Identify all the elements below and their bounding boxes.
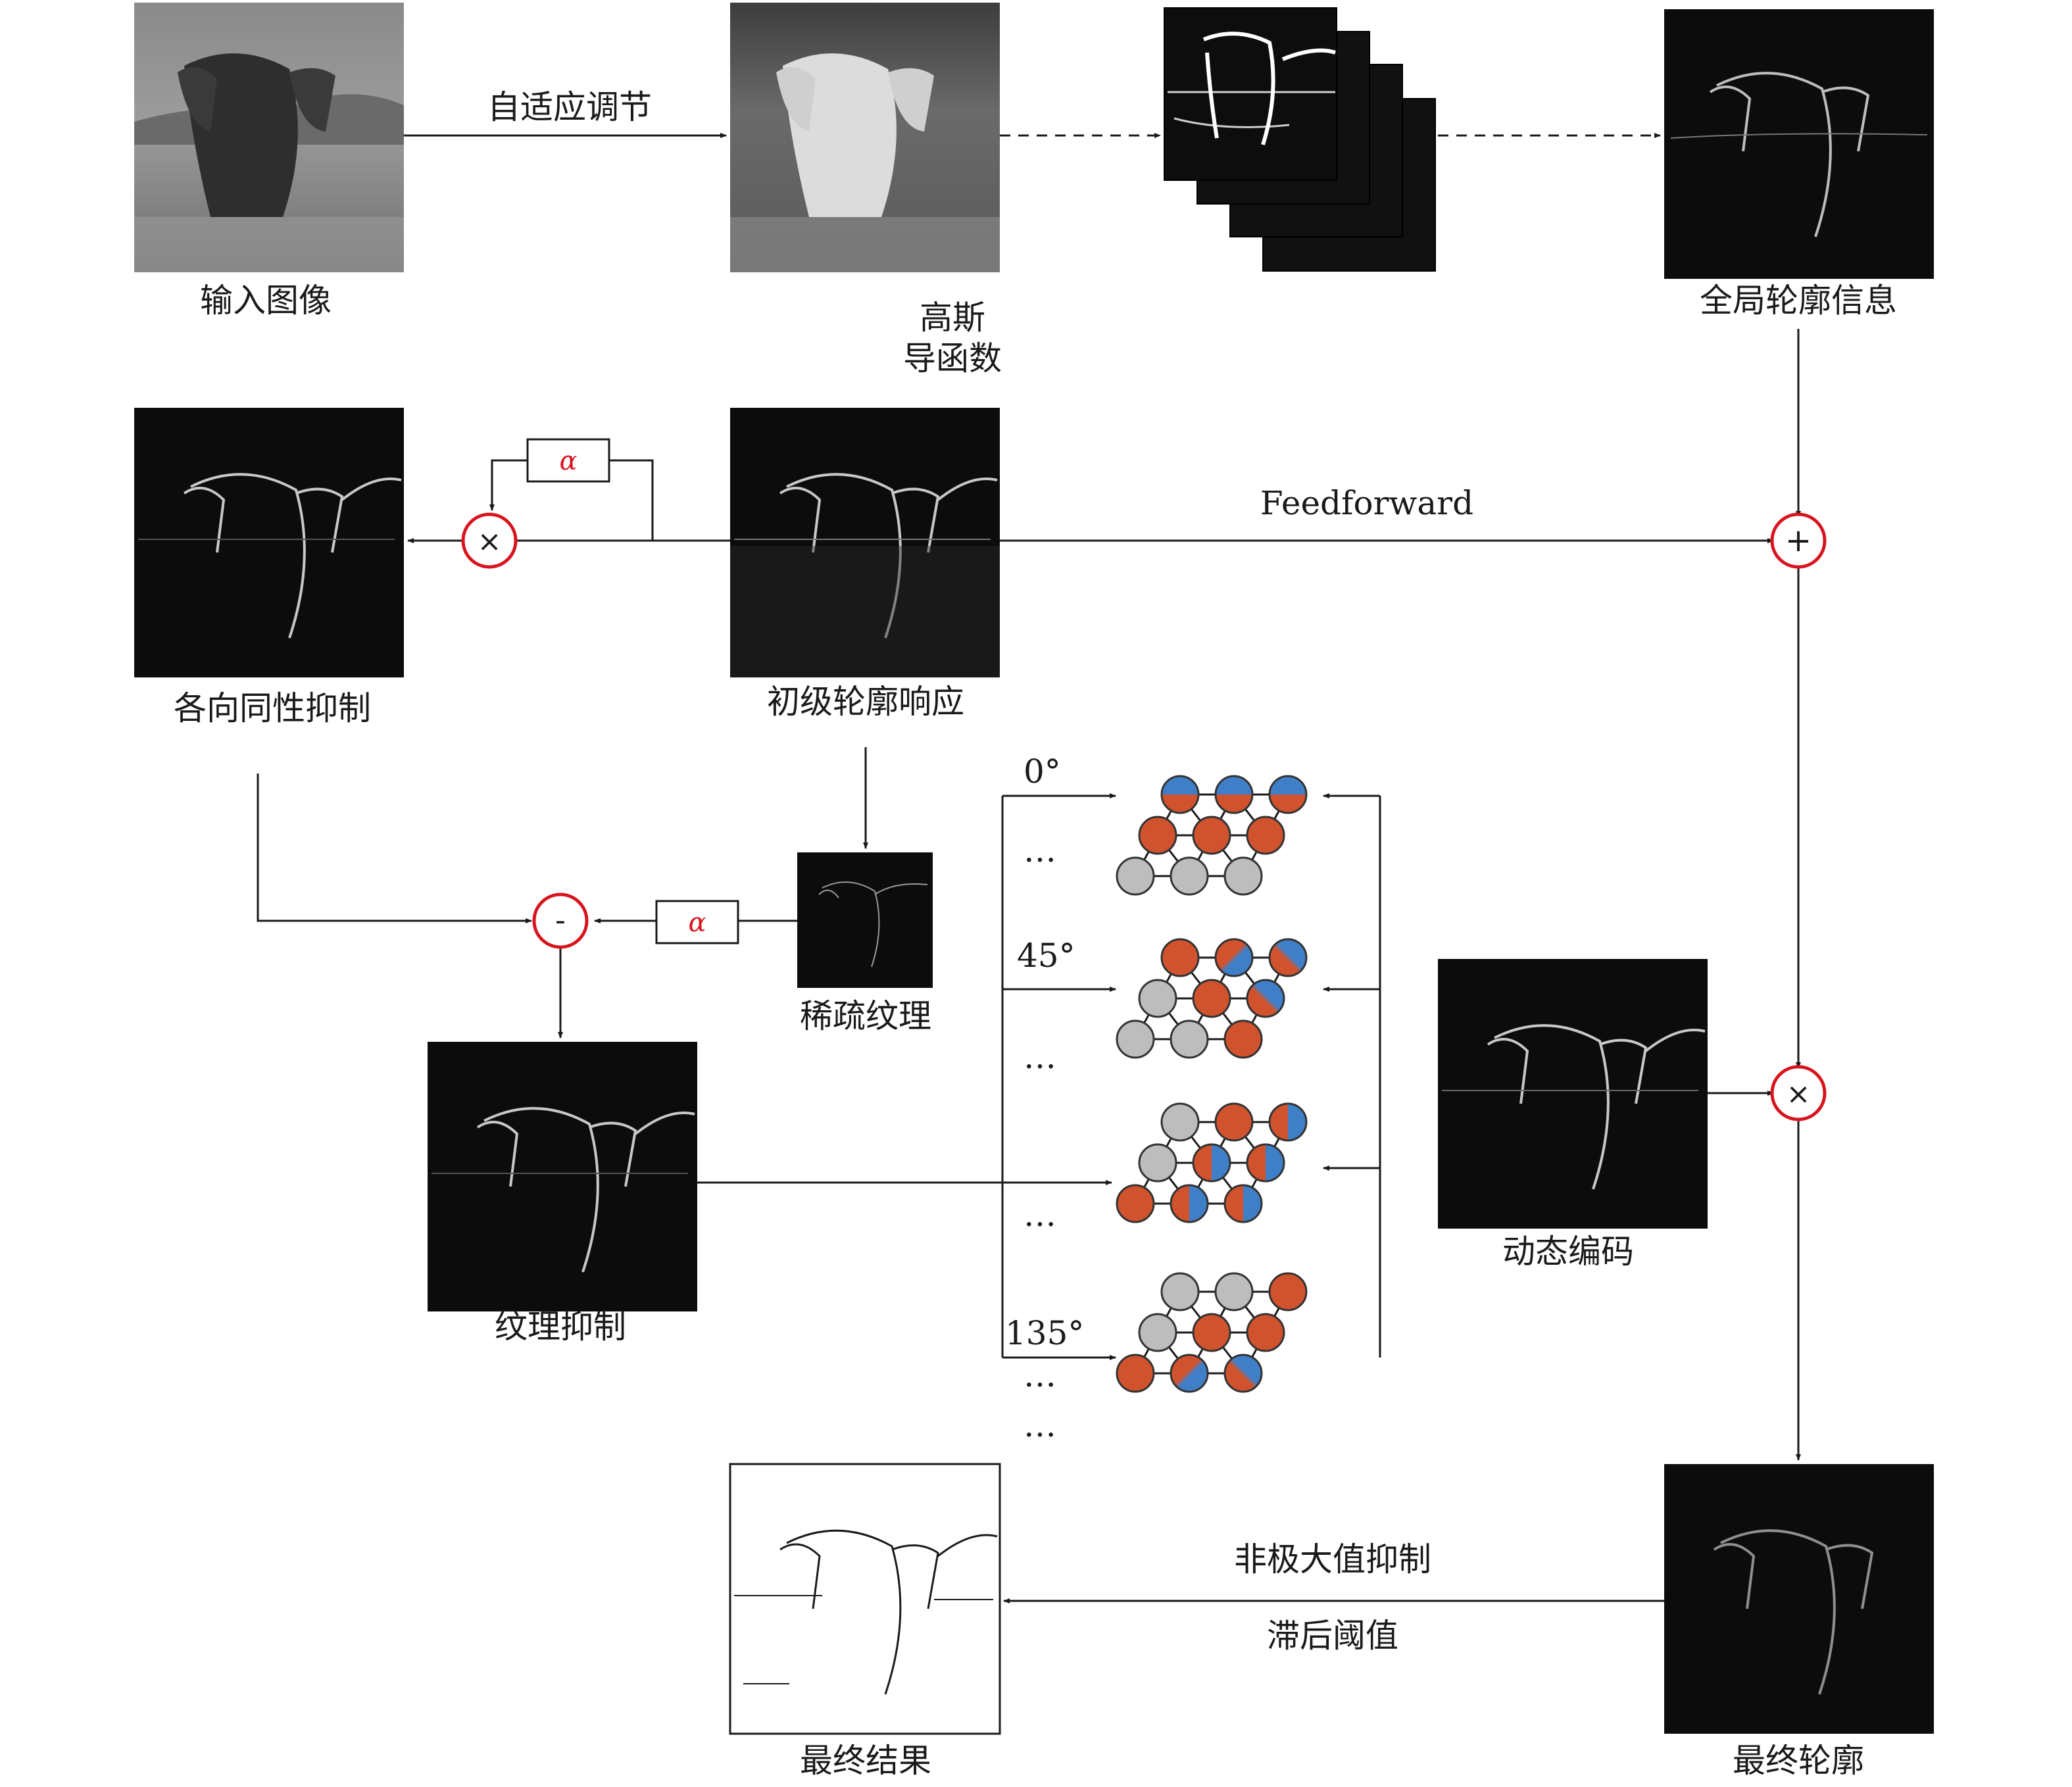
gaussian-derivative-stack [1164,7,1436,272]
ellipsis: … [1024,1406,1056,1444]
multiply-operator-left: × [461,512,518,569]
texture-suppression-thumbnail [428,1042,697,1311]
neuron-node [1170,1184,1209,1223]
final-result-thumbnail [729,1463,1001,1735]
neuron-grid [1116,775,1308,896]
sparse-texture-thumbnail [797,852,933,988]
subtract-operator: - [532,893,589,949]
neuron-node [1160,775,1200,814]
ellipsis: … [1024,831,1056,869]
neuron-node [1246,1143,1285,1183]
neuron-node [1214,1272,1254,1311]
neuron-node [1116,1019,1155,1059]
orientation-neuron-grids [1116,775,1308,1393]
neuron-grid [1116,938,1308,1059]
connections [257,133,1801,1603]
subtract-symbol: - [555,904,566,937]
alpha-label: α [559,446,577,476]
neuron-grid [1116,1272,1308,1393]
dynamic-encoding-label: 动态编码 [1502,1233,1634,1271]
final-contour-thumbnail [1664,1464,1934,1734]
neuron-node [1223,856,1263,896]
final-contour-label: 最终轮廓 [1733,1742,1864,1780]
neuron-node [1192,979,1231,1018]
neuron-node [1268,1102,1308,1142]
neuron-node [1170,856,1209,896]
angle-45-label: 45° [1017,937,1075,975]
multiply-symbol: × [1787,1077,1811,1111]
neuron-node [1170,1019,1209,1059]
neuron-node [1160,938,1200,977]
isotropic-suppression-thumbnail [134,408,404,677]
neuron-node [1214,938,1254,977]
neuron-node [1246,816,1285,855]
adaptive-label: 自适应调节 [487,88,652,126]
adaptive-image-thumbnail [730,3,1000,272]
multiply-operator-right: × [1770,1065,1827,1121]
angle-135-label: 135° [1005,1314,1084,1352]
neuron-grid [1116,1102,1308,1223]
sparse-texture-label: 稀疏纹理 [800,997,931,1035]
neuron-node [1160,1102,1200,1142]
neuron-node [1268,938,1308,977]
neuron-node [1192,1313,1231,1352]
texture-suppression-label: 纹理抑制 [495,1308,626,1346]
neuron-node [1116,856,1155,896]
neuron-node [1192,1143,1231,1183]
add-operator: + [1770,512,1827,569]
angle-0-label: 0° [1024,752,1061,791]
neuron-node [1268,1272,1308,1311]
alpha-box-bottom: α [655,900,739,944]
primary-response-thumbnail [730,408,1000,677]
global-contour-thumbnail [1664,9,1934,279]
alpha-label: α [688,908,706,938]
neuron-node [1268,775,1308,814]
neuron-node [1138,1143,1177,1183]
multiply-symbol: × [478,525,502,558]
text-labels: 输入图像 自适应调节 高斯 导函数 全局轮廓信息 Feedforward 各向同… [174,88,1897,1780]
neuron-node [1138,979,1177,1018]
neuron-node [1214,1102,1254,1142]
neuron-node [1223,1184,1263,1223]
neuron-node [1116,1184,1155,1223]
ellipsis: … [1024,1196,1056,1234]
ellipsis: … [1024,1038,1056,1076]
neuron-node [1138,816,1177,855]
neuron-node [1160,1272,1200,1311]
primary-response-label: 初级轮廓响应 [767,683,964,721]
input-image-thumbnail [134,3,404,272]
neuron-node [1170,1354,1209,1393]
global-contour-label: 全局轮廓信息 [1700,282,1897,320]
gaussian-label-line1: 高斯 [920,299,985,337]
add-symbol: + [1785,522,1812,559]
neuron-node [1223,1019,1263,1059]
hysteresis-label: 滞后阈值 [1267,1617,1398,1655]
neuron-node [1138,1313,1177,1352]
neuron-node [1246,979,1285,1018]
neuron-node [1214,775,1254,814]
orientation-labels: 0° 45° 135° … … … … … [1005,752,1084,1444]
input-image-label: 输入图像 [200,282,332,320]
neuron-node [1223,1354,1263,1393]
isotropic-label: 各向同性抑制 [174,689,371,727]
neuron-node [1116,1354,1155,1393]
ellipsis: … [1024,1356,1056,1394]
feedforward-label: Feedforward [1260,484,1473,522]
final-result-label: 最终结果 [800,1742,931,1780]
neuron-node [1246,1313,1285,1352]
nms-label: 非极大值抑制 [1234,1540,1431,1579]
neuron-node [1192,816,1231,855]
gaussian-label-line2: 导函数 [903,339,1002,378]
alpha-box-top: α [526,438,610,483]
dynamic-encoding-thumbnail [1438,959,1708,1229]
